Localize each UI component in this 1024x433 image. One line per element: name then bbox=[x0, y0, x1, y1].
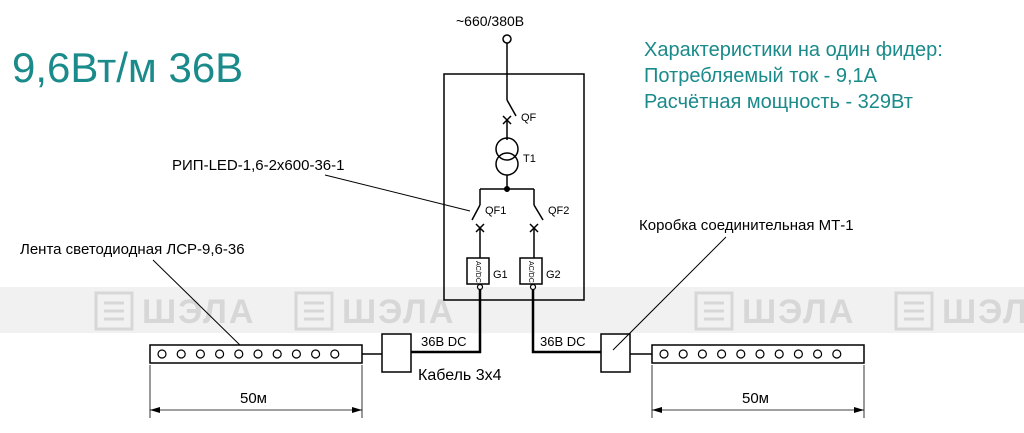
led-dot bbox=[176, 349, 186, 359]
watermark-text: ШЭЛА bbox=[742, 293, 855, 331]
specs-power: Расчётная мощность - 329Вт bbox=[644, 91, 913, 113]
watermark-logo-icon bbox=[94, 291, 134, 331]
specs-current: Потребляемый ток - 9,1А bbox=[644, 65, 878, 87]
strip-leader-line bbox=[152, 259, 245, 350]
dc-cable-right bbox=[531, 289, 601, 354]
led-dot bbox=[215, 349, 225, 359]
breaker-qf1 bbox=[471, 189, 485, 258]
breaker-qf bbox=[502, 74, 517, 140]
led-dot bbox=[716, 349, 727, 359]
device-label: РИП-LED-1,6-2x600-36-1 bbox=[172, 157, 344, 174]
cable-label: Кабель 3х4 bbox=[418, 367, 502, 384]
led-dot bbox=[157, 349, 167, 359]
label-qf2: QF2 bbox=[548, 205, 569, 217]
led-dot bbox=[272, 349, 282, 359]
label-g1: G1 bbox=[493, 269, 508, 281]
breaker-qf2 bbox=[529, 189, 544, 258]
led-dot bbox=[755, 349, 765, 359]
dimension-left bbox=[149, 365, 363, 418]
led-dot bbox=[330, 349, 340, 359]
led-strip-right bbox=[651, 344, 865, 364]
watermark-text: ШЭЛА bbox=[142, 293, 255, 331]
dc-cable-left bbox=[411, 289, 482, 354]
supply-terminal bbox=[502, 34, 512, 44]
supply-label: ~660/380В bbox=[456, 13, 524, 29]
led-dot bbox=[812, 349, 823, 359]
led-dot bbox=[311, 349, 321, 359]
led-dot bbox=[736, 349, 746, 359]
label-qf: QF bbox=[521, 112, 537, 124]
led-dot bbox=[793, 349, 804, 359]
watermark-logo-icon bbox=[894, 291, 934, 331]
specs-heading: Характеристики на один фидер: bbox=[644, 39, 943, 61]
transformer-t1 bbox=[495, 137, 519, 189]
converter-g1 bbox=[466, 257, 490, 285]
led-dot bbox=[291, 349, 301, 359]
dimension-right-label: 50м bbox=[742, 390, 769, 407]
junction-leader-line bbox=[612, 236, 727, 351]
watermark-logo-icon bbox=[694, 291, 734, 331]
converter-g2-acdc: AC/DC bbox=[527, 261, 534, 283]
led-dot bbox=[659, 349, 669, 359]
led-dot bbox=[234, 349, 244, 359]
page-title: 9,6Вт/м 36В bbox=[12, 44, 243, 91]
led-dot bbox=[195, 349, 205, 359]
strip-label: Лента светодиодная ЛСР-9,6-36 bbox=[20, 241, 245, 258]
watermark-logo-icon bbox=[294, 291, 334, 331]
converter-g2 bbox=[519, 257, 543, 285]
junction-box-right bbox=[600, 333, 631, 373]
label-g2: G2 bbox=[546, 269, 561, 281]
led-strip-left bbox=[149, 344, 363, 364]
led-dot bbox=[832, 349, 842, 359]
watermark-band: ШЭЛА ШЭЛА ШЭЛА ШЭЛА bbox=[0, 287, 1024, 333]
power-supply-cabinet bbox=[443, 73, 585, 301]
dc-label-right: 36В DC bbox=[540, 334, 586, 349]
junction-label: Коробка соединительная МТ-1 bbox=[639, 217, 854, 234]
led-dot bbox=[774, 349, 784, 359]
junction-box-left bbox=[381, 333, 412, 373]
led-dot bbox=[697, 349, 708, 359]
led-dot bbox=[678, 349, 688, 359]
watermark-text: ШЭЛА bbox=[342, 293, 455, 331]
label-qf1: QF1 bbox=[485, 205, 506, 217]
label-t1: T1 bbox=[523, 153, 536, 165]
device-leader-line bbox=[324, 174, 471, 212]
converter-g1-acdc: AC/DC bbox=[474, 261, 481, 283]
watermark-text: ШЭЛА bbox=[942, 293, 1024, 331]
dimension-left-label: 50м bbox=[240, 390, 267, 407]
dc-label-left: 36В DC bbox=[421, 334, 467, 349]
led-dot bbox=[253, 349, 263, 359]
dimension-right bbox=[651, 365, 865, 418]
